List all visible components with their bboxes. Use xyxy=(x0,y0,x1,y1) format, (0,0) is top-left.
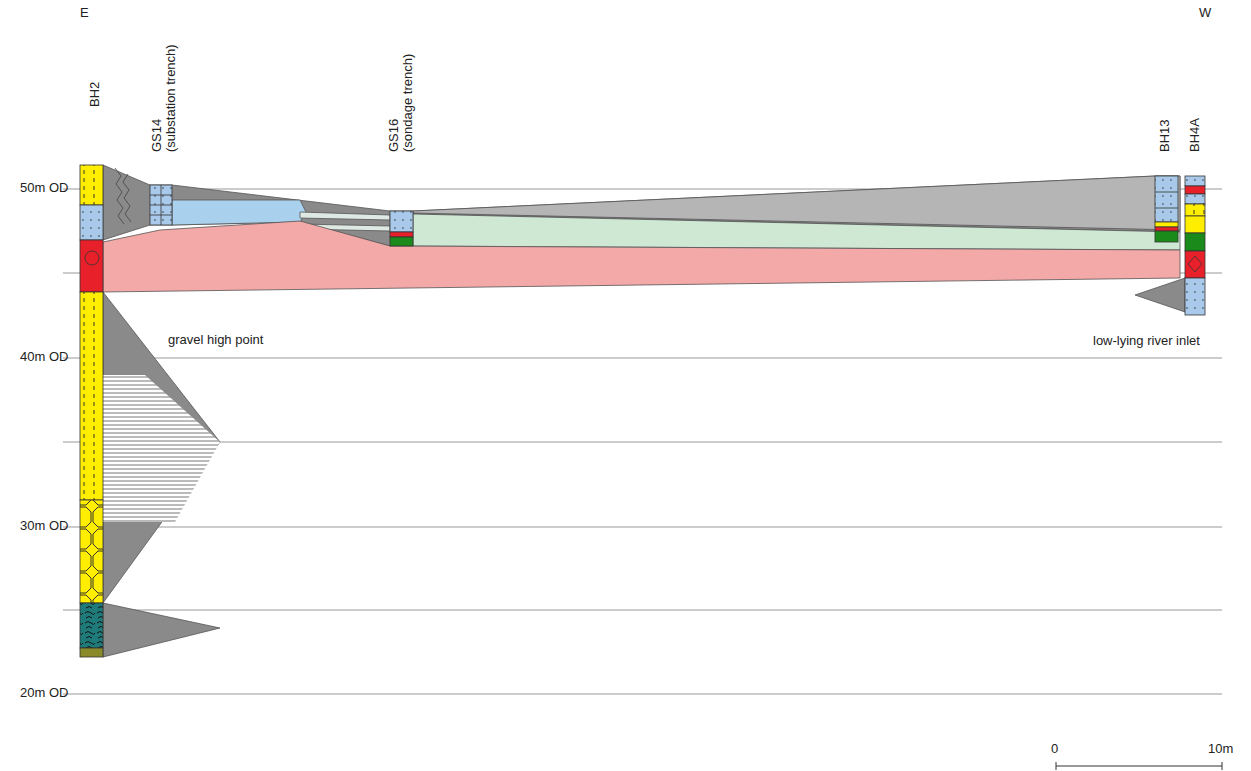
borehole-name: BH4A xyxy=(1188,118,1202,152)
elevation-label: 20m OD xyxy=(20,686,68,700)
elevation-label: 50m OD xyxy=(20,181,68,195)
elevation-label: 30m OD xyxy=(20,519,68,533)
borehole-name: BH13 xyxy=(1158,119,1172,152)
scale-label: 0 xyxy=(1051,742,1058,756)
compass-point: W xyxy=(1199,6,1211,20)
trench-name: GS16 xyxy=(387,119,401,152)
annotation: gravel high point xyxy=(168,333,263,347)
trench-name: GS14 xyxy=(150,119,164,152)
elevation-label: 40m OD xyxy=(20,350,68,364)
scale-label: 10m xyxy=(1208,742,1233,756)
trench-note: (substation trench) xyxy=(164,44,178,152)
borehole-name: BH2 xyxy=(88,82,102,107)
trench-note: (sondage trench) xyxy=(401,54,415,152)
compass-point: E xyxy=(80,6,89,20)
annotation: low-lying river inlet xyxy=(1093,334,1200,348)
